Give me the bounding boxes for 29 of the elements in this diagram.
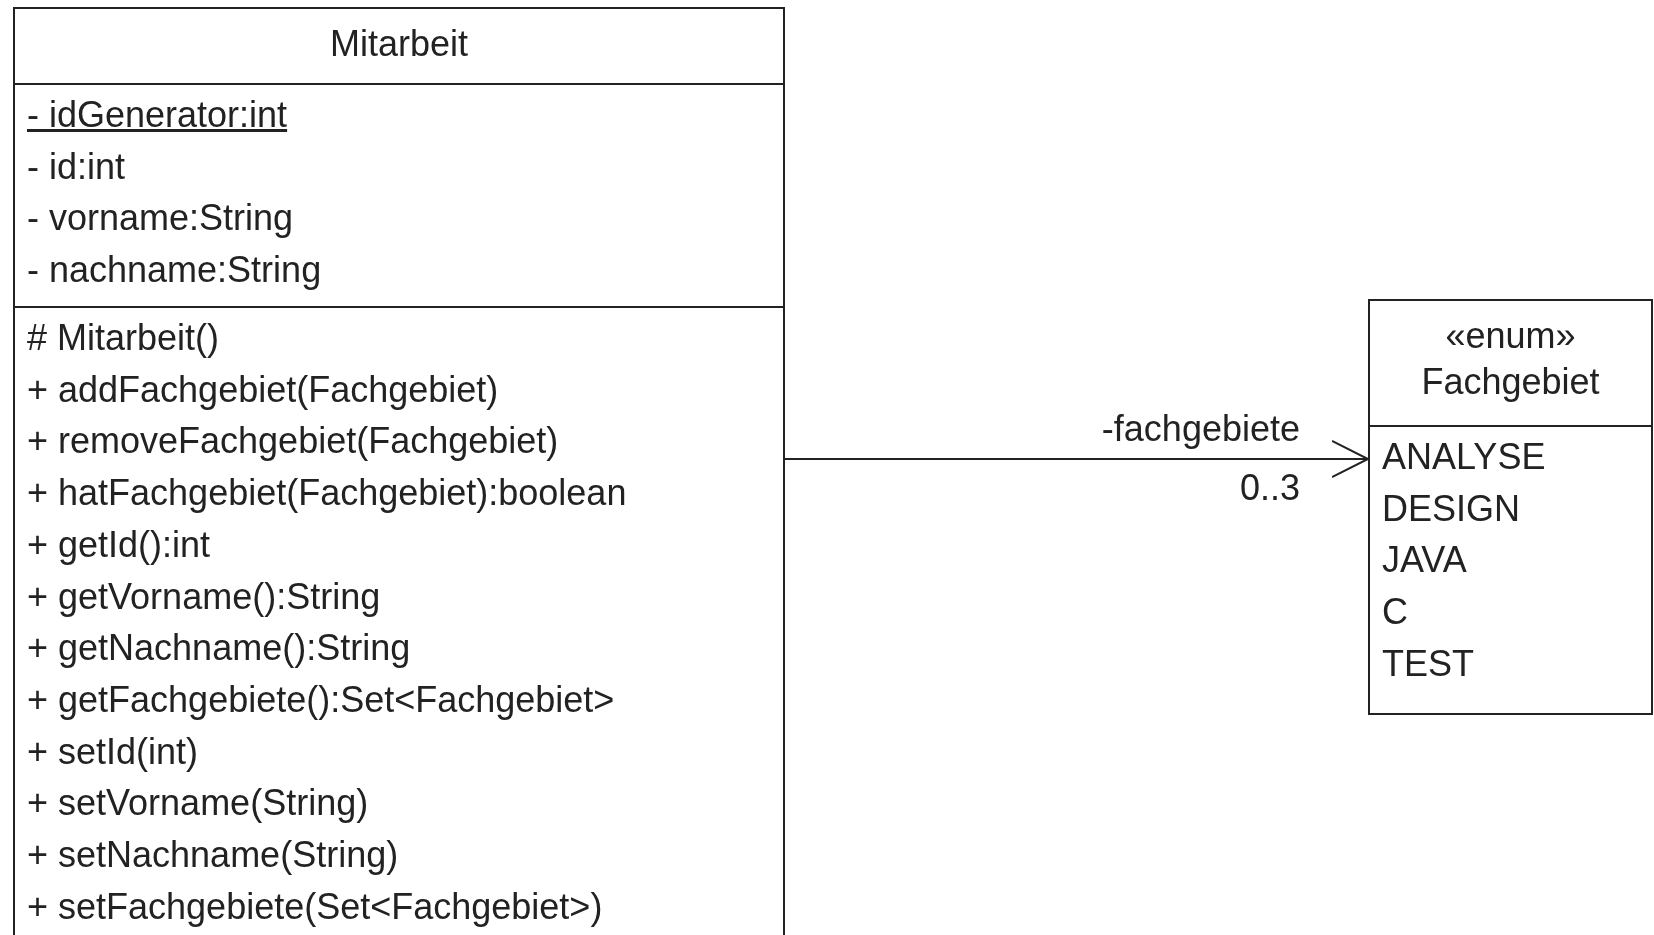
member-text: + setFachgebiete(Set<Fachgebiet>) xyxy=(27,884,603,929)
stereotype: «enum» xyxy=(1445,314,1576,358)
member-text: + hatFachgebiet(Fachgebiet):boolean xyxy=(27,471,627,516)
role-name: -fachgebiete xyxy=(1101,407,1300,451)
association-arrow xyxy=(784,440,1369,478)
member-text: + setVorname(String) xyxy=(27,781,369,826)
member-text: ANALYSE xyxy=(1382,435,1546,479)
static-attribute: - idGenerator:int xyxy=(27,93,288,137)
member-text: + setId(int) xyxy=(27,729,199,774)
member-text: + setNachname(String) xyxy=(27,833,399,878)
member-text: C xyxy=(1382,590,1408,635)
member-text: + getVorname():String xyxy=(27,574,381,619)
class-box xyxy=(13,7,785,935)
class-name: Mitarbeit xyxy=(329,22,468,66)
member-text: - vorname:String xyxy=(27,196,294,241)
member-text: + getId():int xyxy=(27,522,211,567)
member-text: TEST xyxy=(1382,641,1474,686)
member-text: JAVA xyxy=(1382,538,1467,583)
member-text: + addFachgebiet(Fachgebiet) xyxy=(27,367,499,412)
member-text: + getNachname():String xyxy=(27,626,411,671)
class-box xyxy=(1368,299,1653,715)
member-text: + removeFachgebiet(Fachgebiet) xyxy=(27,419,559,464)
class-name: Fachgebiet xyxy=(1421,360,1600,404)
multiplicity: 0..3 xyxy=(1239,466,1300,510)
member-text: - id:int xyxy=(27,144,126,189)
member-text: DESIGN xyxy=(1382,486,1521,531)
member-text: + getFachgebiete():Set<Fachgebiet> xyxy=(27,677,615,722)
member-text: # Mitarbeit() xyxy=(27,316,220,360)
member-text: - nachname:String xyxy=(27,248,322,293)
